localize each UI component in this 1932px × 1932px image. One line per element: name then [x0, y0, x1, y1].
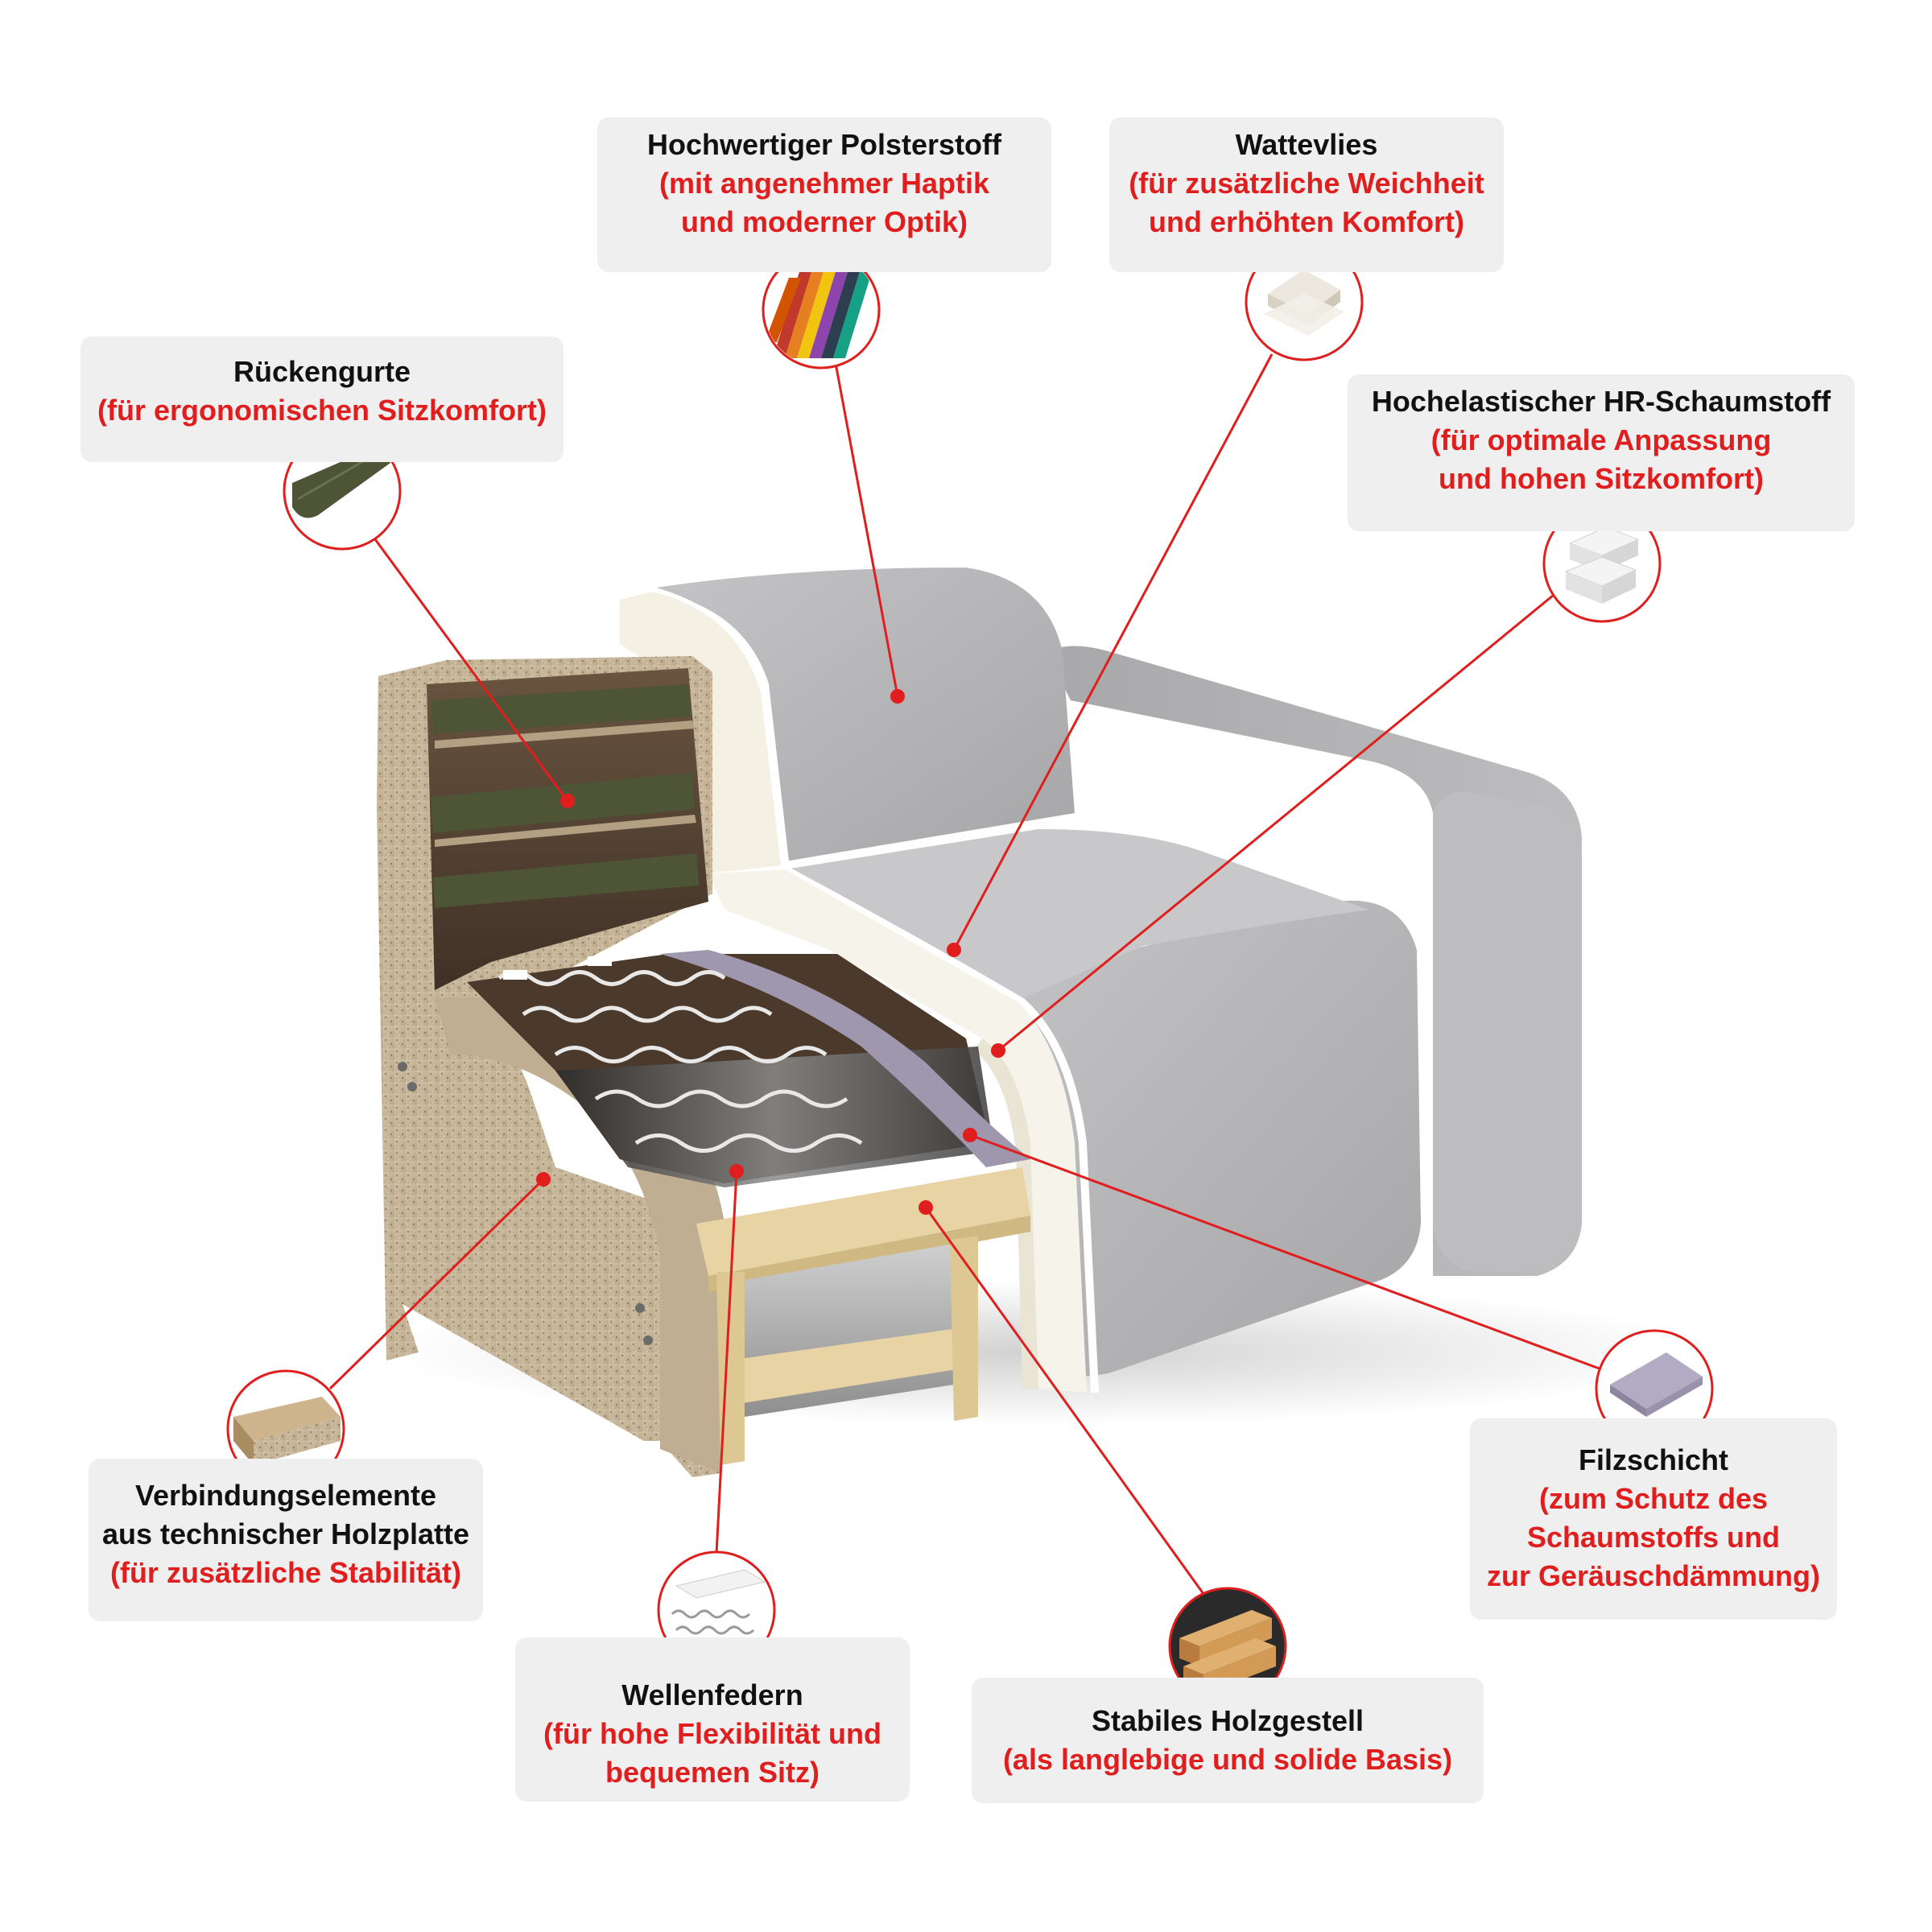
- screw: [643, 1335, 653, 1345]
- pine-wood-frame: [696, 1167, 1030, 1465]
- felt-layer-icon: [1595, 1329, 1714, 1448]
- back-cavity: [427, 668, 708, 990]
- leader-lines: [328, 349, 1611, 1595]
- callout-title: Wattevlies: [1235, 128, 1378, 161]
- callout-subtitle: (für hohe Flexibilität und: [543, 1717, 881, 1750]
- callout-wellenfedern: Wellenfedern (für hohe Flexibilität und …: [515, 1637, 910, 1802]
- spring-clip: [588, 956, 612, 966]
- callout-subtitle: und moderner Optik): [680, 205, 968, 238]
- back-belt: [433, 853, 699, 908]
- callout-title: Stabiles Holzgestell: [1091, 1704, 1364, 1737]
- sofa-backrest: [656, 568, 1075, 861]
- back-belt: [431, 684, 691, 734]
- callout-subtitle: (für zusätzliche Stabilität): [109, 1556, 462, 1589]
- callout-subtitle: (mit angenehmer Haptik: [658, 167, 990, 200]
- spring-clip: [503, 970, 527, 980]
- callout-subtitle: bequemen Sitz): [605, 1756, 820, 1789]
- callout-subtitle: Schaumstoffs und: [1526, 1521, 1780, 1554]
- callout-subtitle: und erhöhten Komfort): [1149, 205, 1464, 238]
- callout-subtitle: (als langlebige und solide Basis): [1002, 1743, 1453, 1776]
- callout-polsterstoff: Hochwertiger Polsterstoff (mit angenehme…: [597, 118, 1051, 272]
- seat-foam: [708, 869, 1087, 1393]
- callout-title: Verbindungselemente: [134, 1479, 437, 1512]
- callout-holzgestell: Stabiles Holzgestell (als langlebige und…: [972, 1678, 1484, 1803]
- wood-beams-icon: [1168, 1587, 1287, 1706]
- callout-subtitle: (für ergonomischen Sitzkomfort): [97, 394, 547, 427]
- callout-title: Wellenfedern: [621, 1678, 803, 1711]
- spring-clip: [777, 1195, 801, 1205]
- callout-title: Hochelastischer HR-Schaumstoff: [1371, 385, 1831, 418]
- fabric-swatch-icon: [762, 250, 881, 369]
- foam-block-icon: [1542, 504, 1662, 623]
- foam-block-front: [974, 1038, 1038, 1389]
- callout-holzplatte: Verbindungselemente aus technischer Holz…: [89, 1459, 483, 1621]
- sofa-arm-front-face: [1433, 792, 1579, 1272]
- felt-layer: [660, 950, 1030, 1167]
- callout-hr-schaumstoff: Hochelastischer HR-Schaumstoff (für opti…: [1348, 374, 1855, 531]
- screw: [407, 1082, 417, 1092]
- callout-filzschicht: Filzschicht (zum Schutz des Schaumstoffs…: [1470, 1418, 1837, 1620]
- zigzag-springs: [497, 970, 863, 1153]
- callout-wattevlies: Wattevlies (für zusätzliche Weichheit un…: [1109, 118, 1504, 272]
- callout-subtitle: (für zusätzliche Weichheit: [1129, 167, 1484, 200]
- screw: [398, 1062, 407, 1071]
- callout-subtitle: zur Geräuschdämmung): [1486, 1559, 1821, 1592]
- callout-title: Filzschicht: [1578, 1443, 1729, 1476]
- callout-subtitle: (zum Schutz des: [1538, 1482, 1769, 1515]
- sofa-upholstered-section: [655, 568, 1582, 1393]
- screw: [635, 1303, 645, 1313]
- callout-title: Rückengurte: [233, 355, 411, 388]
- callout-subtitle: (für optimale Anpassung: [1430, 423, 1772, 456]
- sofa-seat-top: [785, 829, 1368, 998]
- sofa-seat-cushion: [990, 900, 1421, 1377]
- webbing-belt-icon: [283, 431, 402, 551]
- callout-title-line2: aus technischer Holzplatte: [101, 1517, 470, 1550]
- seat-cavity: [467, 950, 1030, 1205]
- callout-rueckengurte: Rückengurte (für ergonomischen Sitzkomfo…: [80, 336, 564, 462]
- callout-subtitle: und hohen Sitzkomfort): [1439, 462, 1764, 495]
- chipboard-icon: [226, 1369, 345, 1488]
- seat-edge-piping: [782, 865, 1099, 1393]
- callout-title: Hochwertiger Polsterstoff: [646, 128, 1002, 161]
- wadding-icon: [1245, 242, 1364, 361]
- leader-dots: [536, 689, 1005, 1215]
